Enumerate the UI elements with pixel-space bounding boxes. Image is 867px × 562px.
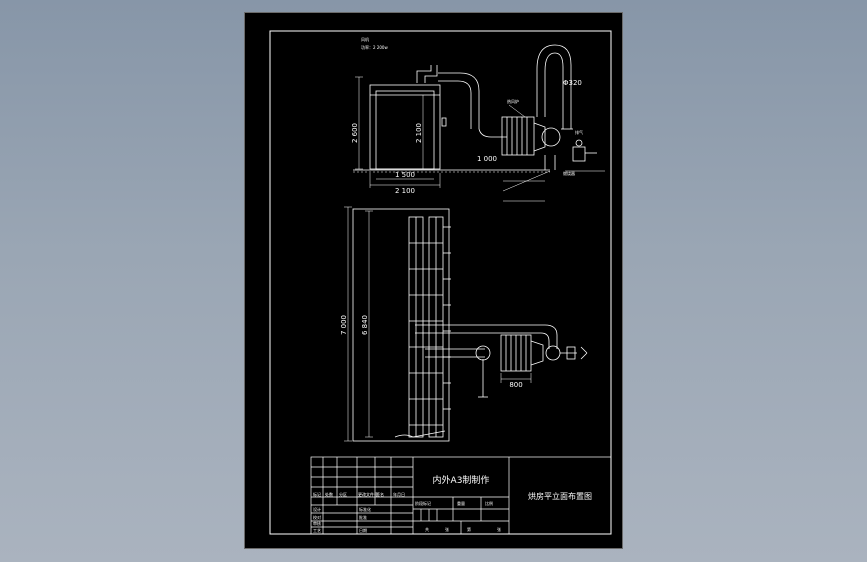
- drawing-sheet: 2 600 2 100 1 500 2 100 1 000 Φ320 风机 功率…: [244, 12, 623, 549]
- label-scale: 比例: [485, 500, 493, 506]
- label-rev-zone: 分区: [339, 491, 347, 497]
- dim-plan-length-inner: 6 840: [361, 315, 369, 335]
- note-chimney: 排气: [575, 129, 583, 135]
- dim-width-inner: 1 500: [395, 171, 415, 179]
- label-signature: 签名: [376, 491, 384, 497]
- label-process: 工艺: [313, 528, 321, 533]
- label-weight: 重量: [457, 500, 465, 506]
- label-stage-mark: 阶段标记: [415, 500, 431, 506]
- heat-exchanger: [501, 116, 535, 156]
- label-rev-doc: 更改文件号: [358, 491, 378, 497]
- label-reviewed: 审核: [313, 520, 321, 526]
- note-heater: 热风炉: [507, 98, 519, 104]
- dim-duct-diameter: Φ320: [563, 79, 582, 87]
- dim-inner-height: 2 100: [415, 123, 423, 143]
- title-company: 内外A3制制作: [433, 474, 490, 486]
- note-fan-spec: 功率：2 200w: [361, 44, 388, 50]
- label-designed: 设计: [313, 506, 321, 512]
- label-rev-mark: 标记: [313, 491, 321, 497]
- drawing-canvas: 2 600 2 100 1 500 2 100 1 000 Φ320 风机 功率…: [269, 30, 612, 535]
- note-fan: 风机: [361, 36, 369, 42]
- label-approved: 批准: [359, 514, 367, 520]
- label-rev-qty: 处数: [325, 491, 333, 497]
- dim-heater-depth: 800: [509, 381, 522, 389]
- label-rev-date: 年月日: [393, 491, 405, 497]
- title-block: [310, 456, 612, 535]
- dim-plan-length-outer: 7 000: [340, 315, 348, 335]
- oven-body: [369, 84, 441, 170]
- dim-floor-offset: 1 000: [477, 155, 497, 163]
- elevation-view: [353, 44, 605, 202]
- label-page: 第: [467, 526, 471, 532]
- label-standardized: 标准化: [359, 506, 371, 512]
- plan-view: [344, 206, 588, 442]
- label-checked: 校对: [313, 514, 321, 520]
- note-burner: 燃烧器: [563, 170, 575, 176]
- dim-width-outer: 2 100: [395, 187, 415, 195]
- label-sheet: 共: [425, 526, 429, 532]
- drawing-frame: [269, 30, 612, 535]
- label-count-col: 张: [445, 526, 449, 532]
- motor: [572, 146, 586, 162]
- title-drawing-name: 烘房平立面布置图: [528, 491, 592, 501]
- label-date: 日期: [359, 527, 367, 533]
- dim-overall-height: 2 600: [351, 123, 359, 143]
- fan-housing: [541, 127, 561, 147]
- label-page-count: 张: [497, 526, 501, 532]
